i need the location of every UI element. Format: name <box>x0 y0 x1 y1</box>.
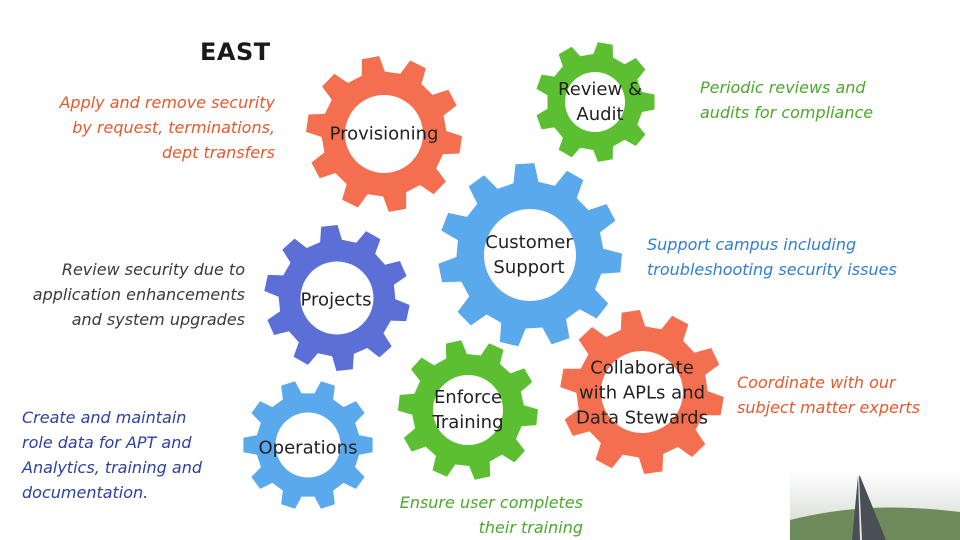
gear-hub-provisioning <box>345 95 423 173</box>
gear-label-projects: Projects <box>300 289 372 311</box>
gear-hub-enforce-training <box>433 375 503 445</box>
gear-operations <box>243 381 373 509</box>
gear-customer-support <box>438 163 622 347</box>
note-enforce-training: Ensure user completes their training <box>399 493 583 537</box>
gear-hub-review-audit <box>565 72 625 132</box>
gear-review-audit <box>536 42 655 162</box>
note-review-audit: Periodic reviews and audits for complian… <box>700 78 874 122</box>
note-provisioning: Apply and remove security by request, te… <box>59 93 275 162</box>
note-operations: Create and maintain role data for APT an… <box>22 408 202 502</box>
gear-label-review-audit: Review & Audit <box>558 79 642 125</box>
gear-hub-customer-support <box>484 209 576 301</box>
road-illustration <box>790 470 960 540</box>
gear-hub-operations <box>275 412 341 478</box>
gear-label-enforce-training: Enforce Training <box>432 387 504 433</box>
gear-enforce-training <box>398 340 538 480</box>
gear-hub-collaborate <box>601 351 683 433</box>
note-customer-support: Support campus including troubleshooting… <box>647 235 897 279</box>
note-collaborate: Coordinate with our subject matter exper… <box>737 373 921 417</box>
gear-label-provisioning: Provisioning <box>329 123 439 145</box>
gear-projects <box>264 225 410 371</box>
gear-provisioning <box>306 56 462 212</box>
gear-collaborate <box>560 310 724 474</box>
gear-hub-projects <box>300 261 374 335</box>
note-projects: Review security due to application enhan… <box>32 260 245 329</box>
gear-label-operations: Operations <box>258 437 358 459</box>
gear-label-customer-support: Customer Support <box>485 232 573 278</box>
gear-label-collaborate: Collaborate with APLs and Data Stewards <box>576 357 708 429</box>
page-title: EAST <box>200 38 271 66</box>
